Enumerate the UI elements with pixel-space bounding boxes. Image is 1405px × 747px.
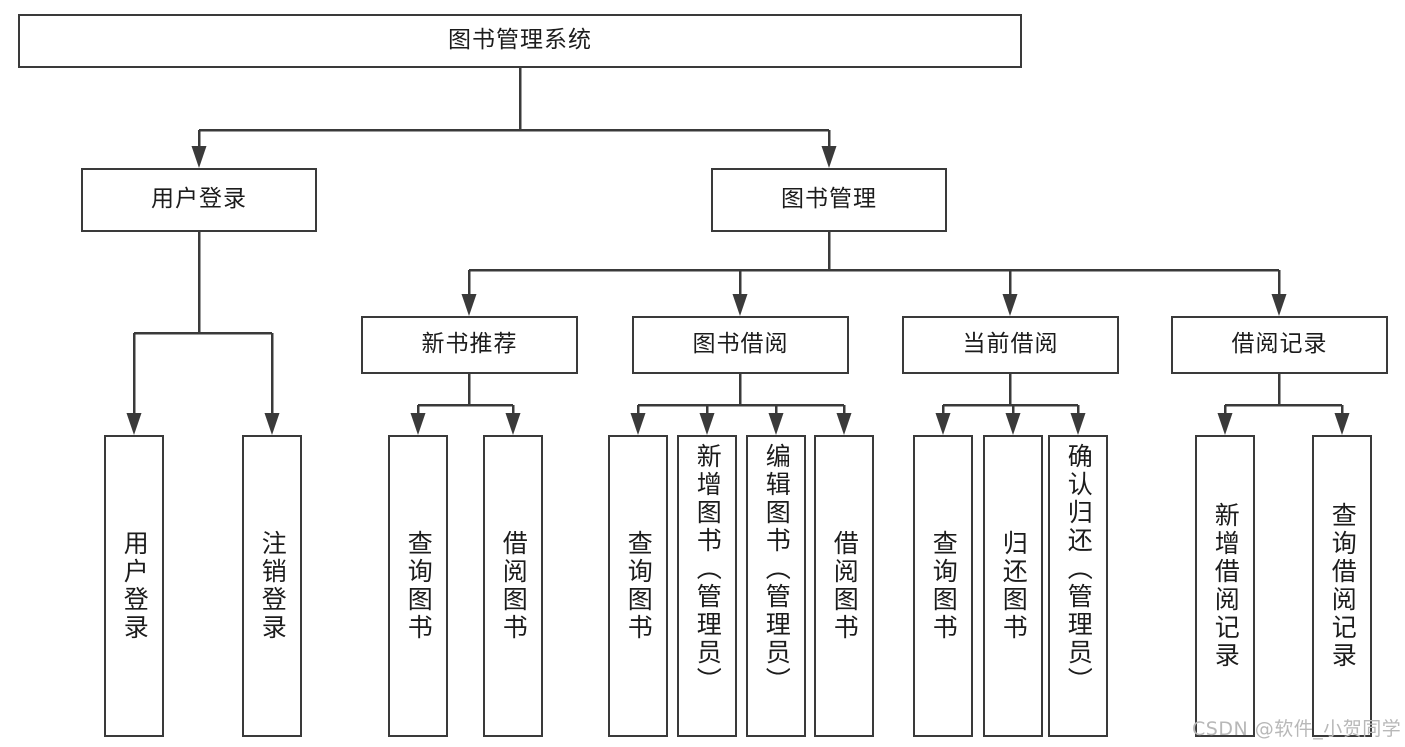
node-leaf-borrow-book-1[interactable]: 借阅图书 <box>483 435 543 737</box>
node-label: 查询图书 <box>404 530 434 642</box>
login-arrow-1-head-icon <box>264 413 280 435</box>
manage-arrow-3-head-icon <box>1271 294 1287 316</box>
node-leaf-confirm-return[interactable]: 确认归还（管理员） <box>1048 435 1108 737</box>
node-label: 借阅记录 <box>1231 331 1328 358</box>
node-label: 图书借阅 <box>692 331 789 358</box>
node-label: 新增借阅记录 <box>1211 502 1241 670</box>
node-leaf-user-login[interactable]: 用户登录 <box>104 435 164 737</box>
group-1-arrow-1-head-icon <box>699 413 715 435</box>
group-1-arrow-3-head-icon <box>836 413 852 435</box>
manage-arrow-0-head-icon <box>461 294 477 316</box>
node-current-borrow[interactable]: 当前借阅 <box>902 316 1119 374</box>
node-leaf-return-book[interactable]: 归还图书 <box>983 435 1043 737</box>
node-root[interactable]: 图书管理系统 <box>18 14 1022 68</box>
node-borrow-record[interactable]: 借阅记录 <box>1171 316 1388 374</box>
node-leaf-add-book[interactable]: 新增图书（管理员） <box>677 435 737 737</box>
node-label: 借阅图书 <box>830 530 860 642</box>
group-3-arrow-0-head-icon <box>1217 413 1233 435</box>
root-arrow-0-head-icon <box>191 146 207 168</box>
node-user-login[interactable]: 用户登录 <box>81 168 317 232</box>
group-0-arrow-1-head-icon <box>505 413 521 435</box>
node-label: 当前借阅 <box>962 331 1059 358</box>
group-1-arrow-0-head-icon <box>630 413 646 435</box>
root-arrow-1-head-icon <box>821 146 837 168</box>
node-label: 图书管理系统 <box>448 27 592 54</box>
node-label: 新书推荐 <box>421 331 518 358</box>
node-new-book-recommend[interactable]: 新书推荐 <box>361 316 578 374</box>
node-label: 用户登录 <box>151 186 247 213</box>
node-leaf-query-book-1[interactable]: 查询图书 <box>388 435 448 737</box>
group-3-arrow-1-head-icon <box>1334 413 1350 435</box>
node-label: 确认归还（管理员） <box>1064 443 1094 695</box>
node-book-borrow[interactable]: 图书借阅 <box>632 316 849 374</box>
node-label: 图书管理 <box>781 186 877 213</box>
node-leaf-query-book-3[interactable]: 查询图书 <box>913 435 973 737</box>
node-leaf-query-record[interactable]: 查询借阅记录 <box>1312 435 1372 737</box>
node-label: 查询图书 <box>929 530 959 642</box>
group-2-arrow-2-head-icon <box>1070 413 1086 435</box>
group-0-arrow-0-head-icon <box>410 413 426 435</box>
node-label: 用户登录 <box>120 530 150 642</box>
node-leaf-edit-book[interactable]: 编辑图书（管理员） <box>746 435 806 737</box>
node-leaf-borrow-book-2[interactable]: 借阅图书 <box>814 435 874 737</box>
node-label: 编辑图书（管理员） <box>762 443 792 695</box>
login-arrow-0-head-icon <box>126 413 142 435</box>
group-2-arrow-1-head-icon <box>1005 413 1021 435</box>
group-2-arrow-0-head-icon <box>935 413 951 435</box>
group-1-arrow-2-head-icon <box>768 413 784 435</box>
node-label: 查询图书 <box>624 530 654 642</box>
node-label: 新增图书（管理员） <box>693 443 723 695</box>
manage-arrow-1-head-icon <box>732 294 748 316</box>
manage-arrow-2-head-icon <box>1002 294 1018 316</box>
node-leaf-query-book-2[interactable]: 查询图书 <box>608 435 668 737</box>
node-leaf-add-record[interactable]: 新增借阅记录 <box>1195 435 1255 737</box>
csdn-watermark: CSDN @软件_小贺同学 <box>1192 718 1402 740</box>
node-label: 查询借阅记录 <box>1328 502 1358 670</box>
node-label: 注销登录 <box>258 530 288 642</box>
node-book-manage[interactable]: 图书管理 <box>711 168 947 232</box>
node-leaf-user-logout[interactable]: 注销登录 <box>242 435 302 737</box>
node-label: 归还图书 <box>999 530 1029 642</box>
node-label: 借阅图书 <box>499 530 529 642</box>
